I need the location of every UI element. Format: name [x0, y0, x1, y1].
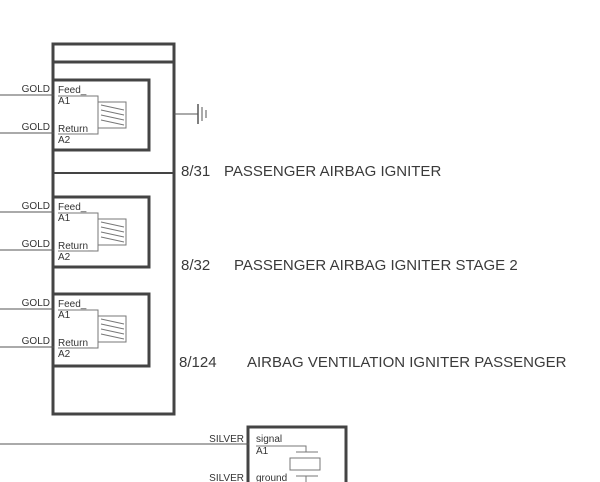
signal-pin-label: signal — [256, 434, 282, 445]
ground-wire-color: SILVER — [209, 473, 244, 482]
component-airbag-ventilation-igniter-passenger: GOLD GOLD Feed_ A1 Return_ A2 8/124 AIRB… — [0, 292, 567, 371]
igniter-box — [51, 292, 151, 368]
return-pin-label: Return_ — [58, 338, 94, 349]
return-pin-number: A2 — [58, 349, 71, 360]
ground-pin-label: ground — [256, 473, 287, 482]
igniter-coil-icon — [58, 212, 127, 252]
return-pin-number: A2 — [58, 135, 71, 146]
component-name: PASSENGER AIRBAG IGNITER STAGE 2 — [234, 257, 518, 274]
feed-wire-color: GOLD — [22, 84, 50, 95]
return-wire-color: GOLD — [22, 122, 50, 133]
return-pin-label: Return_ — [58, 124, 94, 135]
feed-wire-color: GOLD — [22, 201, 50, 212]
component-code: 8/32 — [181, 257, 210, 274]
ground-symbol — [174, 104, 207, 124]
return-wire-color: GOLD — [22, 239, 50, 250]
component-name: PASSENGER AIRBAG IGNITER — [224, 163, 441, 180]
sensor-box — [246, 425, 348, 482]
return-pin-number: A2 — [58, 252, 71, 263]
igniter-box — [51, 195, 151, 269]
component-passenger-airbag-igniter-stage-2: GOLD GOLD Feed_ A1 Return_ A2 8/32 PASSE… — [0, 195, 518, 274]
feed-pin-label: Feed_ — [58, 202, 87, 213]
igniter-coil-icon — [58, 309, 127, 349]
component-name: AIRBAG VENTILATION IGNITER PASSENGER — [247, 354, 567, 371]
return-pin-label: Return_ — [58, 241, 94, 252]
feed-pin-label: Feed_ — [58, 85, 87, 96]
sensor-component: SILVER SILVER signal A1 ground — [0, 425, 348, 482]
signal-wire-color: SILVER — [209, 434, 244, 445]
connector-housing — [51, 42, 176, 416]
feed-pin-label: Feed_ — [58, 299, 87, 310]
capacitor-icon — [256, 445, 321, 482]
feed-pin-number: A1 — [58, 213, 71, 224]
feed-pin-number: A1 — [58, 96, 71, 107]
component-code: 8/31 — [181, 163, 210, 180]
igniter-coil-icon — [58, 95, 127, 135]
return-wire-color: GOLD — [22, 336, 50, 347]
component-passenger-airbag-igniter: GOLD GOLD Feed_ A1 Return_ A2 8/31 PASSE… — [0, 78, 441, 180]
signal-pin-number: A1 — [256, 446, 269, 457]
housing-outline — [51, 42, 176, 416]
component-code: 8/124 — [179, 354, 217, 371]
feed-wire-color: GOLD — [22, 298, 50, 309]
feed-pin-number: A1 — [58, 310, 71, 321]
igniter-box — [51, 78, 151, 152]
